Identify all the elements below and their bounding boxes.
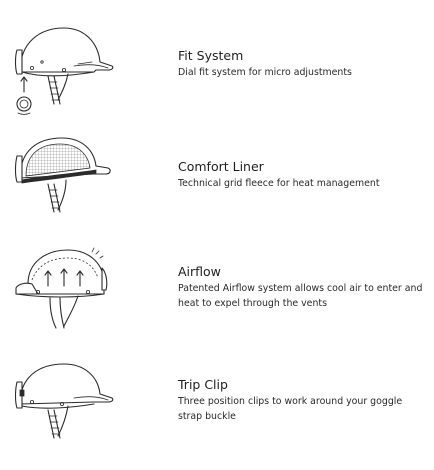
helmet-liner-icon (8, 130, 120, 226)
helmet-clip-icon (8, 356, 120, 452)
feature-description: Three position clips to work around your… (178, 396, 403, 422)
feature-title: Fit System (178, 48, 244, 63)
feature-description: Patented Airflow system allows cool air … (178, 283, 423, 309)
feature-title: Airflow (178, 264, 221, 279)
feature-title: Comfort Liner (178, 159, 264, 174)
feature-description: Dial fit system for micro adjustments (178, 67, 352, 78)
helmet-dial-icon (8, 20, 120, 116)
helmet-airflow-icon (8, 242, 120, 338)
feature-title: Trip Clip (178, 377, 228, 392)
feature-description: Technical grid fleece for heat managemen… (178, 178, 380, 189)
